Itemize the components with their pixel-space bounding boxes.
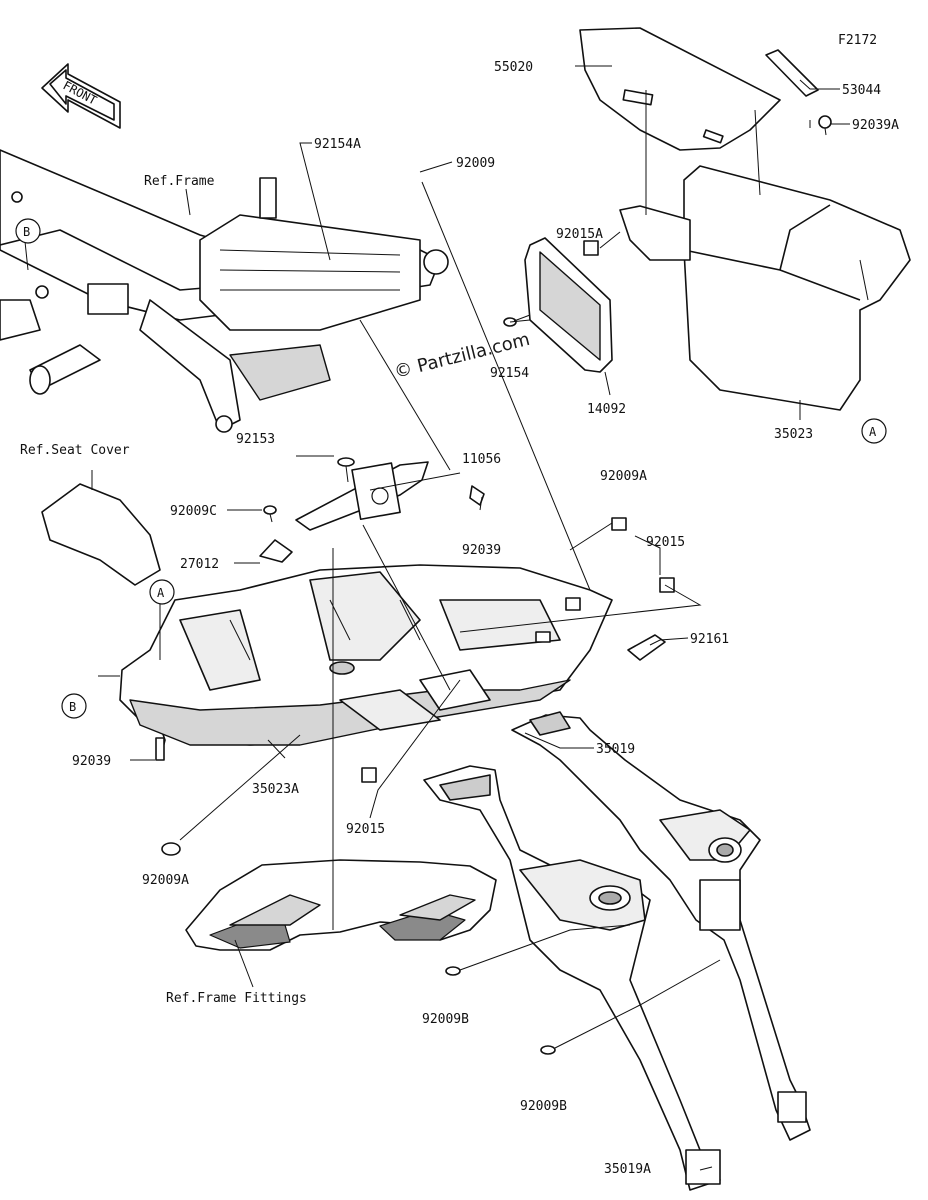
callout-a-mid: A [149, 579, 175, 605]
svg-text:A: A [869, 425, 877, 439]
cover-14092 [524, 237, 613, 373]
label-35023: 35023 [774, 427, 813, 442]
label-92039-left: 92039 [72, 754, 111, 769]
label-92039-mid: 92039 [462, 543, 501, 558]
label-11056: 11056 [462, 452, 501, 467]
svg-text:B: B [23, 225, 30, 239]
leader-lines [23, 65, 869, 1171]
label-35019: 35019 [596, 742, 635, 757]
label-35023a: 35023A [252, 782, 299, 797]
ref-frame-fittings-drawing [185, 859, 497, 951]
ref-frame-drawing [0, 149, 449, 433]
label-ref-frame: Ref.Frame [144, 174, 215, 189]
callout-a-right: A [861, 418, 887, 444]
rear-bracket-35019 [511, 711, 811, 1141]
label-ref-frame-fittings: Ref.Frame Fittings [166, 991, 307, 1006]
svg-text:A: A [157, 586, 165, 600]
figure-code: F2172 [838, 33, 877, 48]
battery-case-35023 [579, 27, 911, 411]
callout-b-top: B [15, 218, 41, 244]
front-arrow-icon: FRONT [41, 63, 121, 129]
undertray-35023a [119, 564, 613, 746]
small-hardware [155, 120, 811, 1055]
ref-seat-cover-drawing [41, 483, 161, 586]
rear-bracket-35019a [423, 765, 721, 1191]
label-55020: 55020 [494, 60, 533, 75]
label-27012: 27012 [180, 557, 219, 572]
label-35019a: 35019A [604, 1162, 651, 1177]
label-92154: 92154 [490, 366, 529, 381]
label-92009b-b: 92009B [520, 1099, 567, 1114]
label-ref-seat-cover: Ref.Seat Cover [20, 443, 130, 458]
label-92154a: 92154A [314, 137, 361, 152]
label-92009a-bottom: 92009A [142, 873, 189, 888]
label-53044: 53044 [842, 83, 881, 98]
label-14092: 14092 [587, 402, 626, 417]
label-92009a-top: 92009A [600, 469, 647, 484]
bracket-11056 [295, 461, 429, 531]
label-92153: 92153 [236, 432, 275, 447]
label-92161: 92161 [690, 632, 729, 647]
label-92009b-a: 92009B [422, 1012, 469, 1027]
label-92009c: 92009C [170, 504, 217, 519]
label-92015-right: 92015 [646, 535, 685, 550]
label-92015a: 92015A [556, 227, 603, 242]
callout-b-left: B [61, 693, 87, 719]
svg-text:B: B [69, 700, 76, 714]
clamp-92015a-shape [583, 240, 599, 256]
label-92039a: 92039A [852, 118, 899, 133]
label-92015-bottom: 92015 [346, 822, 385, 837]
label-92009: 92009 [456, 156, 495, 171]
